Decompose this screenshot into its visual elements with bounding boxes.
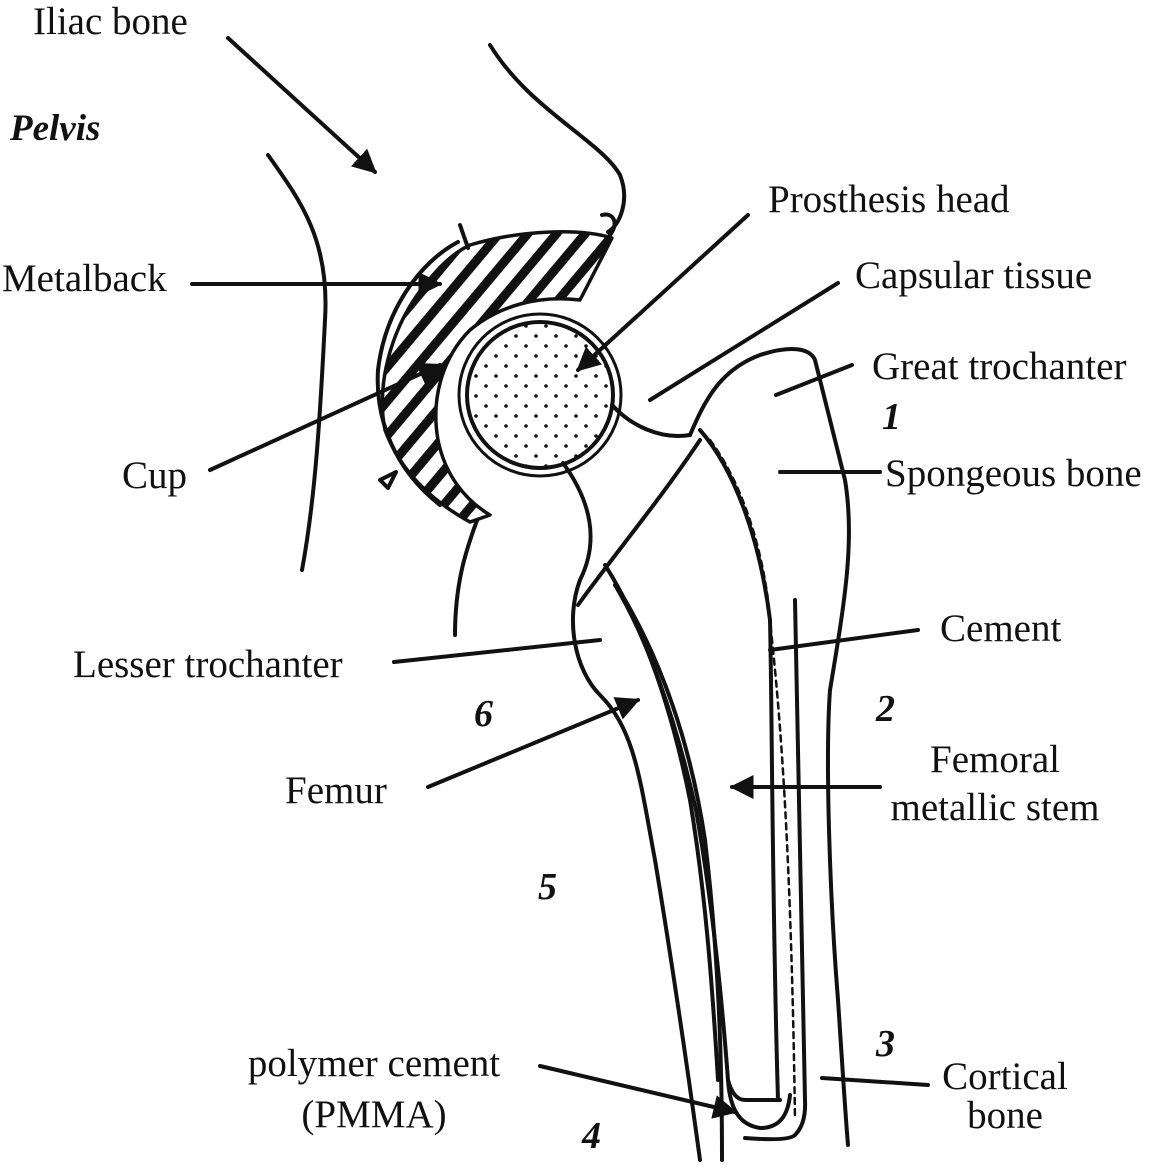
region-number-4: 4	[582, 1117, 601, 1155]
label-spongeous-bone: Spongeous bone	[885, 454, 1142, 493]
region-number-6: 6	[474, 695, 493, 733]
cup-spike-bottom	[380, 472, 396, 488]
label-pelvis: Pelvis	[10, 110, 100, 147]
label-prosthesis-head: Prosthesis head	[768, 180, 1010, 219]
label-femur: Femur	[285, 771, 387, 810]
label-cement: Cement	[940, 609, 1061, 648]
iliac-inner-curve	[490, 45, 624, 232]
label-metalback: Metalback	[2, 259, 167, 298]
leader-femur	[428, 700, 638, 787]
leader-lesser-trochanter	[394, 640, 600, 662]
stem-neck-line	[578, 440, 700, 605]
label-capsular-tissue: Capsular tissue	[855, 256, 1092, 295]
acetabulum-lower-curve	[455, 512, 480, 635]
region-number-3: 3	[876, 1025, 895, 1063]
femur-neck-lower	[563, 463, 700, 1160]
region-number-5: 5	[538, 868, 557, 906]
label-femoral-stem-line2: metallic stem	[880, 788, 1110, 827]
region-number-1: 1	[882, 398, 901, 436]
pelvis-outer-curve	[268, 155, 326, 570]
canal-left-inner	[625, 600, 722, 1160]
label-iliac-bone: Iliac bone	[33, 2, 188, 41]
leader-great-trochanter	[776, 365, 852, 395]
label-femoral-stem-line1: Femoral	[880, 740, 1110, 779]
label-cup: Cup	[122, 456, 187, 495]
label-cortical-line2: bone	[925, 1096, 1085, 1135]
leader-cortical-bone	[822, 1078, 928, 1085]
femur-neck-upper	[612, 405, 690, 436]
label-pmma-line1: polymer cement	[236, 1044, 512, 1083]
label-lesser-trochanter: Lesser trochanter	[73, 645, 343, 684]
leader-pmma	[540, 1066, 735, 1112]
cup-spike-top	[460, 225, 468, 248]
label-pmma-line2: (PMMA)	[236, 1095, 512, 1134]
leader-cement	[770, 630, 918, 650]
label-great-trochanter: Great trochanter	[872, 347, 1126, 386]
prosthesis-head	[467, 322, 613, 468]
region-number-2: 2	[876, 690, 895, 728]
label-cortical-line1: Cortical	[925, 1057, 1085, 1096]
stem-tip	[728, 1080, 790, 1128]
leader-iliac-bone	[228, 38, 375, 172]
